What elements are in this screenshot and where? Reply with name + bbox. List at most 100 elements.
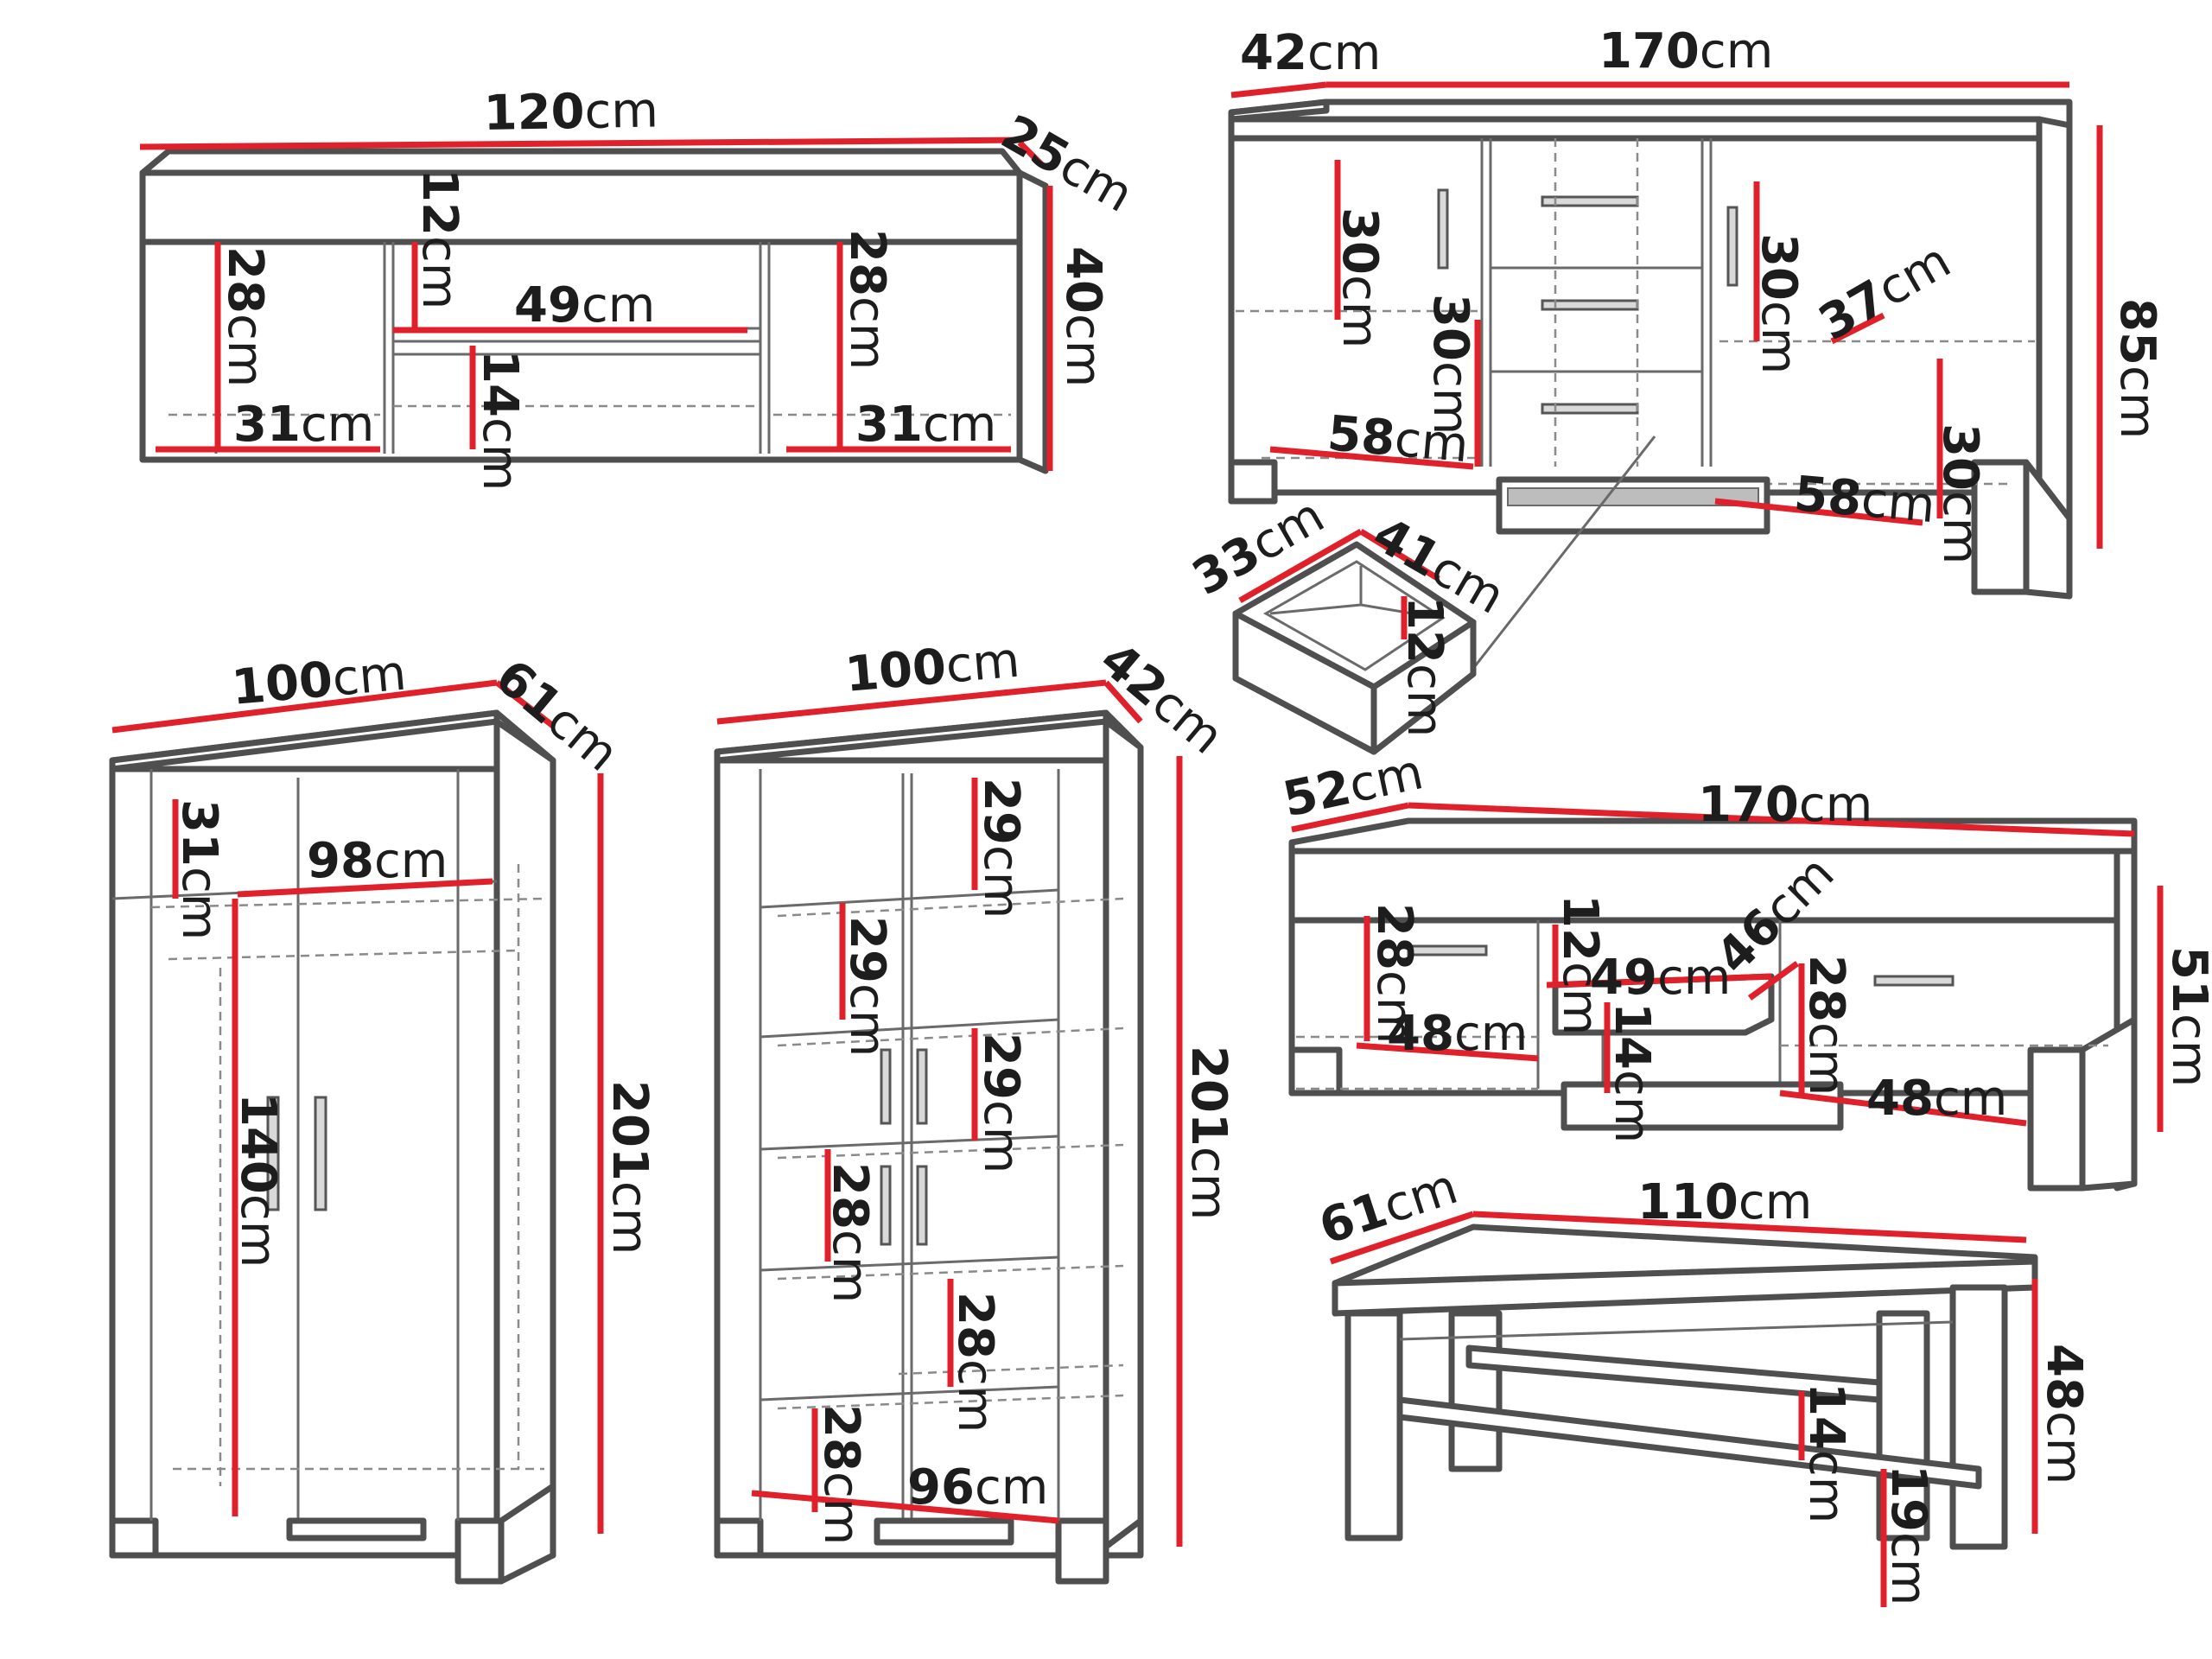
coffee-table-dimension-label-4: 14cm bbox=[1798, 1382, 1854, 1523]
dimension-unit: cm bbox=[1396, 664, 1452, 737]
tv-unit-large-dimension-label-8: 28cm bbox=[1798, 955, 1854, 1096]
dimension-value: 52 bbox=[1278, 760, 1356, 829]
sideboard-dimension-label-2: 170cm bbox=[1599, 23, 1773, 79]
tv-unit-small-dimension-label-6: 28cm bbox=[217, 246, 273, 387]
dimension-value: 100 bbox=[843, 639, 949, 703]
dimension-unit: cm bbox=[1657, 950, 1731, 1006]
wardrobe-drawing bbox=[109, 709, 556, 1585]
display-cabinet-dimension-label-6: 29cm bbox=[973, 1033, 1029, 1173]
dimension-value: 96 bbox=[907, 1459, 975, 1516]
dimension-value: 170 bbox=[1698, 777, 1799, 833]
dimension-unit: cm bbox=[1454, 1006, 1528, 1062]
display-cabinet-dimension-label-4: 29cm bbox=[973, 778, 1029, 918]
dimension-value: 49 bbox=[514, 277, 582, 334]
sideboard-dimension-label-5: 30cm bbox=[1422, 294, 1478, 435]
dimension-unit: cm bbox=[813, 1471, 869, 1545]
dimension-unit: cm bbox=[973, 845, 1029, 918]
dimension-value: 14 bbox=[1798, 1382, 1854, 1450]
dimension-value: 42 bbox=[1240, 25, 1307, 81]
dimension-unit: cm bbox=[1366, 970, 1422, 1044]
dimension-value: 98 bbox=[307, 833, 374, 889]
dimension-unit: cm bbox=[1934, 1071, 2007, 1127]
dimension-unit: cm bbox=[601, 1181, 658, 1255]
dimension-unit: cm bbox=[1055, 314, 1111, 387]
dimension-unit: cm bbox=[1798, 1022, 1854, 1096]
tv-unit-small-dimension-label-3: 40cm bbox=[1055, 246, 1111, 387]
coffee-table-dimension-lines bbox=[1329, 1211, 2038, 1607]
dimension-unit: cm bbox=[923, 397, 996, 453]
dimension-unit: cm bbox=[1422, 361, 1478, 435]
dimension-unit: cm bbox=[1738, 1174, 1812, 1230]
tv-unit-small-dimension-label-9: 31cm bbox=[233, 397, 374, 453]
tv-unit-large-dimension-lines bbox=[1291, 802, 2164, 1132]
dimension-unit: cm bbox=[230, 1194, 286, 1268]
tv-unit-large-dimension-label-9: 48cm bbox=[1387, 1006, 1528, 1062]
dimension-value: 29 bbox=[839, 916, 895, 983]
dimension-value: 29 bbox=[973, 1033, 1029, 1100]
dimension-value: 28 bbox=[1366, 903, 1422, 970]
dimension-value: 85 bbox=[2109, 298, 2165, 365]
dimension-value: 49 bbox=[1590, 950, 1657, 1006]
dimension-unit: cm bbox=[1799, 777, 1872, 833]
tv-unit-small-dimension-lines bbox=[139, 137, 1053, 471]
wardrobe-dimension-label-5: 98cm bbox=[307, 833, 448, 889]
dimension-value: 28 bbox=[1798, 955, 1854, 1022]
dimension-unit: cm bbox=[582, 277, 655, 334]
dimension-value: 12 bbox=[411, 168, 467, 236]
dimension-unit: cm bbox=[411, 236, 467, 309]
dimension-value: 30 bbox=[1422, 294, 1478, 361]
dimension-value: 48 bbox=[1387, 1006, 1454, 1062]
dimension-value: 28 bbox=[822, 1162, 878, 1230]
dimension-value: 28 bbox=[839, 229, 895, 296]
dimension-value: 30 bbox=[1932, 423, 1988, 491]
dimension-unit: cm bbox=[839, 983, 895, 1057]
dimension-value: 12 bbox=[1552, 894, 1608, 962]
sideboard-drawing bbox=[1228, 99, 2073, 600]
sideboard-dimension-label-6: 30cm bbox=[1751, 233, 1807, 374]
dimension-unit: cm bbox=[374, 833, 448, 889]
dimension-value: 110 bbox=[1637, 1174, 1738, 1230]
display-cabinet-drawing bbox=[714, 709, 1144, 1585]
dimension-value: 58 bbox=[1792, 466, 1864, 528]
dimension-value: 12 bbox=[1396, 596, 1452, 664]
display-cabinet-dimension-label-7: 28cm bbox=[822, 1162, 878, 1303]
dimension-unit: cm bbox=[1751, 301, 1807, 374]
dimension-unit: cm bbox=[584, 82, 658, 139]
dimension-value: 30 bbox=[1751, 233, 1807, 301]
dimension-unit: cm bbox=[1700, 23, 1773, 79]
dimension-unit: cm bbox=[1392, 411, 1471, 474]
sideboard-dimension-label-9: 58cm bbox=[1325, 405, 1471, 474]
dimension-unit: cm bbox=[1552, 962, 1608, 1035]
dimension-unit: cm bbox=[330, 645, 409, 708]
dimension-value: 28 bbox=[813, 1404, 869, 1471]
dimension-value: 31 bbox=[233, 397, 301, 453]
dimension-value: 170 bbox=[1599, 23, 1700, 79]
dimension-unit: cm bbox=[217, 314, 273, 387]
drawer-drawing bbox=[1232, 541, 1477, 755]
wardrobe-dimension-label-3: 201cm bbox=[601, 1080, 658, 1255]
display-cabinet-dimension-label-1: 100cm bbox=[843, 632, 1022, 703]
tv-unit-large-dimension-label-7: 28cm bbox=[1366, 903, 1422, 1044]
dimension-unit: cm bbox=[1332, 275, 1388, 348]
dimension-value: 29 bbox=[973, 778, 1029, 845]
dimension-value: 31 bbox=[855, 397, 923, 453]
drawer-callout-line bbox=[1467, 435, 1656, 675]
dimension-unit: cm bbox=[2161, 1014, 2212, 1087]
dimension-value: 48 bbox=[2036, 1344, 2092, 1411]
sideboard-dimension-label-7: 30cm bbox=[1932, 423, 1988, 564]
tv-unit-small-dimension-label-7: 28cm bbox=[839, 229, 895, 370]
dimension-value: 58 bbox=[1325, 405, 1397, 467]
tv-unit-small-dimension-label-5: 49cm bbox=[514, 277, 655, 334]
drawer-dimension-lines bbox=[1238, 528, 1440, 639]
dimension-unit: cm bbox=[2036, 1411, 2092, 1484]
display-cabinet-dimension-label-9: 28cm bbox=[813, 1404, 869, 1545]
dimension-value: 201 bbox=[1180, 1046, 1236, 1147]
dimension-value: 28 bbox=[217, 246, 273, 314]
dimension-unit: cm bbox=[1180, 1147, 1236, 1220]
tv-unit-large-dimension-label-5: 49cm bbox=[1590, 950, 1731, 1006]
dimension-unit: cm bbox=[2109, 365, 2165, 439]
drawer-dimension-label-3: 12cm bbox=[1396, 596, 1452, 737]
dimension-unit: cm bbox=[975, 1459, 1048, 1516]
wardrobe-dimension-label-6: 140cm bbox=[230, 1093, 286, 1268]
